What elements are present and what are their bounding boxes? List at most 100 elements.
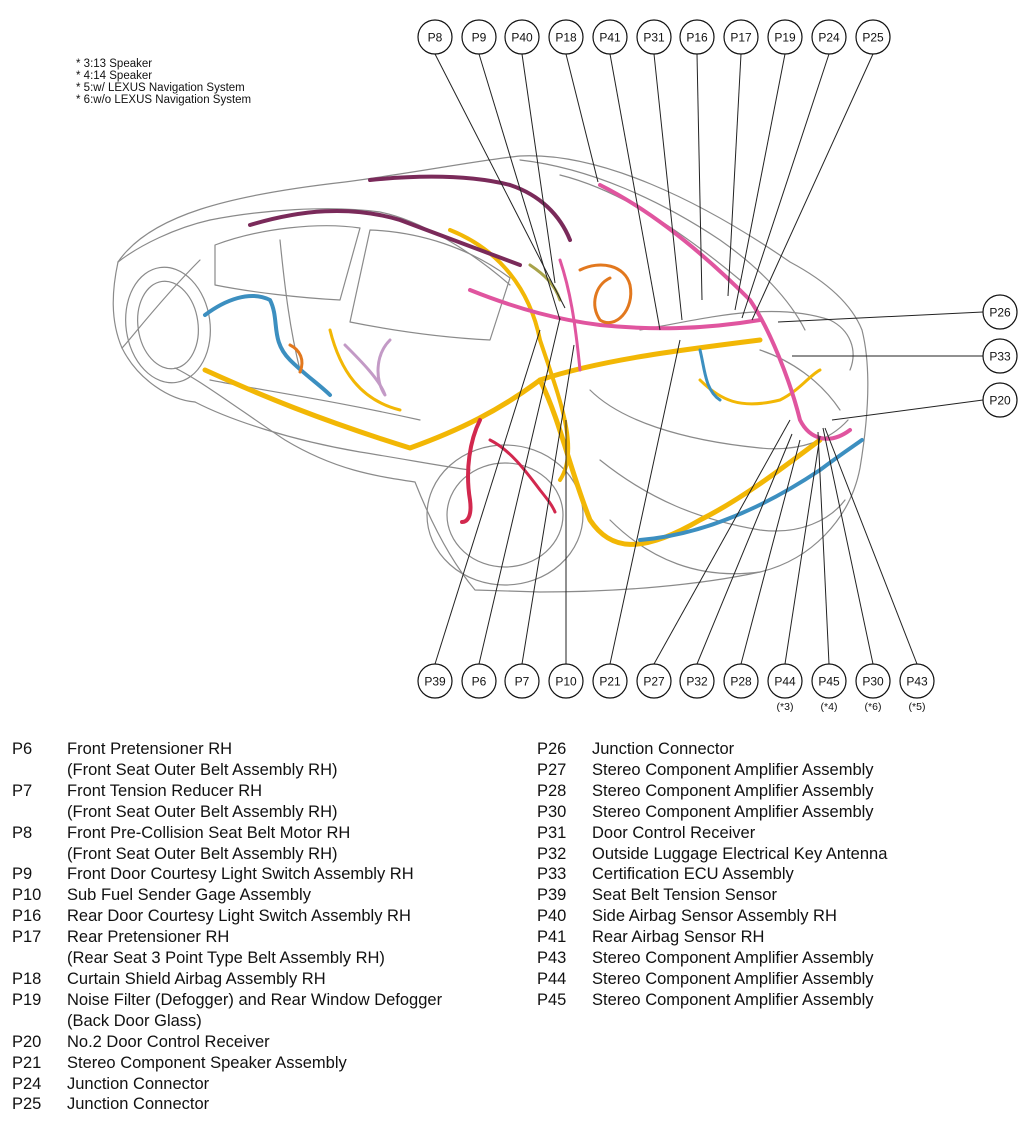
legend-description: Junction Connector bbox=[592, 739, 734, 760]
callout-p31: P31 bbox=[636, 19, 672, 55]
callout-circle bbox=[504, 663, 540, 699]
callout-note: (*5) bbox=[909, 701, 926, 713]
callout-p26: P26 bbox=[982, 294, 1018, 330]
callout-p30: P30 bbox=[855, 663, 891, 699]
notes-block: * 3:13 Speaker * 4:14 Speaker * 5:w/ LEX… bbox=[76, 58, 251, 106]
callout-label: P18 bbox=[555, 31, 577, 45]
callout-circle bbox=[679, 663, 715, 699]
callout-label: P26 bbox=[989, 306, 1011, 320]
legend-text: Stereo Component Amplifier Assembly bbox=[592, 802, 874, 821]
legend-description: Rear Door Courtesy Light Switch Assembly… bbox=[67, 906, 411, 927]
callout-label: P31 bbox=[643, 31, 665, 45]
legend-description: Stereo Component Amplifier Assembly bbox=[592, 760, 874, 781]
legend-row: P18 Curtain Shield Airbag Assembly RH bbox=[12, 969, 442, 990]
harness-yellow bbox=[537, 377, 823, 547]
leader-line bbox=[521, 344, 575, 665]
callout-circle bbox=[982, 338, 1018, 374]
legend-code: P9 bbox=[12, 865, 33, 884]
legend-text: (Front Seat Outer Belt Assembly RH) bbox=[67, 802, 338, 821]
legend-text: Sub Fuel Sender Gage Assembly bbox=[67, 886, 311, 905]
leader-line bbox=[609, 53, 661, 331]
callout-p28: P28 bbox=[723, 663, 759, 699]
legend-text: Noise Filter (Defogger) and Rear Window … bbox=[67, 990, 443, 1009]
legend-code: P31 bbox=[537, 823, 567, 842]
legend-code: P33 bbox=[537, 865, 567, 884]
callout-p17: P17 bbox=[723, 19, 759, 55]
legend-text: Seat Belt Tension Sensor bbox=[592, 886, 777, 905]
legend-description: Stereo Component Amplifier Assembly bbox=[592, 802, 874, 823]
harness-yellow bbox=[448, 228, 571, 482]
note-line: * 3:13 Speaker bbox=[76, 58, 153, 70]
note-line: * 4:14 Speaker bbox=[76, 70, 153, 82]
leader-line bbox=[817, 431, 830, 665]
legend-code: P27 bbox=[537, 760, 567, 779]
callout-label: P27 bbox=[643, 675, 665, 689]
legend-row: P39 Seat Belt Tension Sensor bbox=[537, 885, 887, 906]
callout-label: P39 bbox=[424, 675, 446, 689]
legend-code: P7 bbox=[12, 781, 33, 800]
legend-text: Junction Connector bbox=[67, 1074, 210, 1093]
callout-label: P25 bbox=[862, 31, 884, 45]
callout-p8: P8 bbox=[417, 19, 453, 55]
callout-label: P40 bbox=[511, 31, 533, 45]
callout-p21: P21 bbox=[592, 663, 628, 699]
callout-p40: P40 bbox=[504, 19, 540, 55]
callout-p6: P6 bbox=[461, 663, 497, 699]
harness-orange bbox=[288, 343, 304, 374]
callout-p43: P43 bbox=[899, 663, 935, 699]
callout-label: P17 bbox=[730, 31, 752, 45]
callout-circle bbox=[636, 19, 672, 55]
legend-text: Junction Connector bbox=[592, 740, 735, 758]
legend-code: P10 bbox=[12, 886, 42, 905]
callout-circle bbox=[811, 663, 847, 699]
callout-label: P33 bbox=[989, 350, 1011, 364]
legend-code: P32 bbox=[537, 844, 567, 863]
legend-description: Stereo Component Speaker Assembly bbox=[67, 1053, 347, 1074]
harness-purple bbox=[248, 208, 522, 267]
legend-text: Front Tension Reducer RH bbox=[67, 781, 263, 800]
leader-line bbox=[478, 53, 561, 321]
legend-description: Front Pre-Collision Seat Belt Motor RH(F… bbox=[67, 823, 350, 865]
legend-code: P18 bbox=[12, 969, 42, 988]
callout-p45: P45 bbox=[811, 663, 847, 699]
legend-text: (Front Seat Outer Belt Assembly RH) bbox=[67, 760, 338, 779]
legend-code: P24 bbox=[12, 1074, 42, 1093]
leader-line bbox=[434, 53, 566, 309]
leader-line bbox=[734, 53, 786, 311]
legend-text: No.2 Door Control Receiver bbox=[67, 1032, 270, 1051]
harness-blue bbox=[698, 348, 722, 402]
leader-lines bbox=[434, 53, 984, 665]
callout-note: (*4) bbox=[821, 701, 838, 713]
callout-circle bbox=[723, 663, 759, 699]
callout-circle bbox=[592, 663, 628, 699]
callout-label: P19 bbox=[774, 31, 796, 45]
harness-red bbox=[460, 418, 482, 524]
legend-code: P45 bbox=[537, 990, 567, 1009]
callout-label: P7 bbox=[515, 675, 530, 689]
legend-code: P16 bbox=[12, 907, 42, 926]
leader-line bbox=[822, 427, 874, 665]
legend-text: Front Pretensioner RH bbox=[67, 740, 233, 758]
callout-circle bbox=[504, 19, 540, 55]
callout-circle bbox=[417, 19, 453, 55]
legend-description: Certification ECU Assembly bbox=[592, 864, 794, 885]
callout-p10: P10 bbox=[548, 663, 584, 699]
harness-purple bbox=[368, 174, 572, 242]
callout-circle bbox=[548, 663, 584, 699]
legend-text: Rear Pretensioner RH bbox=[67, 928, 230, 947]
callout-label: P10 bbox=[555, 675, 577, 689]
callout-note: (*6) bbox=[865, 701, 882, 713]
legend-description: Curtain Shield Airbag Assembly RH bbox=[67, 969, 326, 990]
callout-p18: P18 bbox=[548, 19, 584, 55]
legend-code: P30 bbox=[537, 802, 567, 821]
legend-description: Rear Airbag Sensor RH bbox=[592, 927, 764, 948]
legend-code: P39 bbox=[537, 886, 567, 905]
leader-line bbox=[696, 53, 703, 301]
